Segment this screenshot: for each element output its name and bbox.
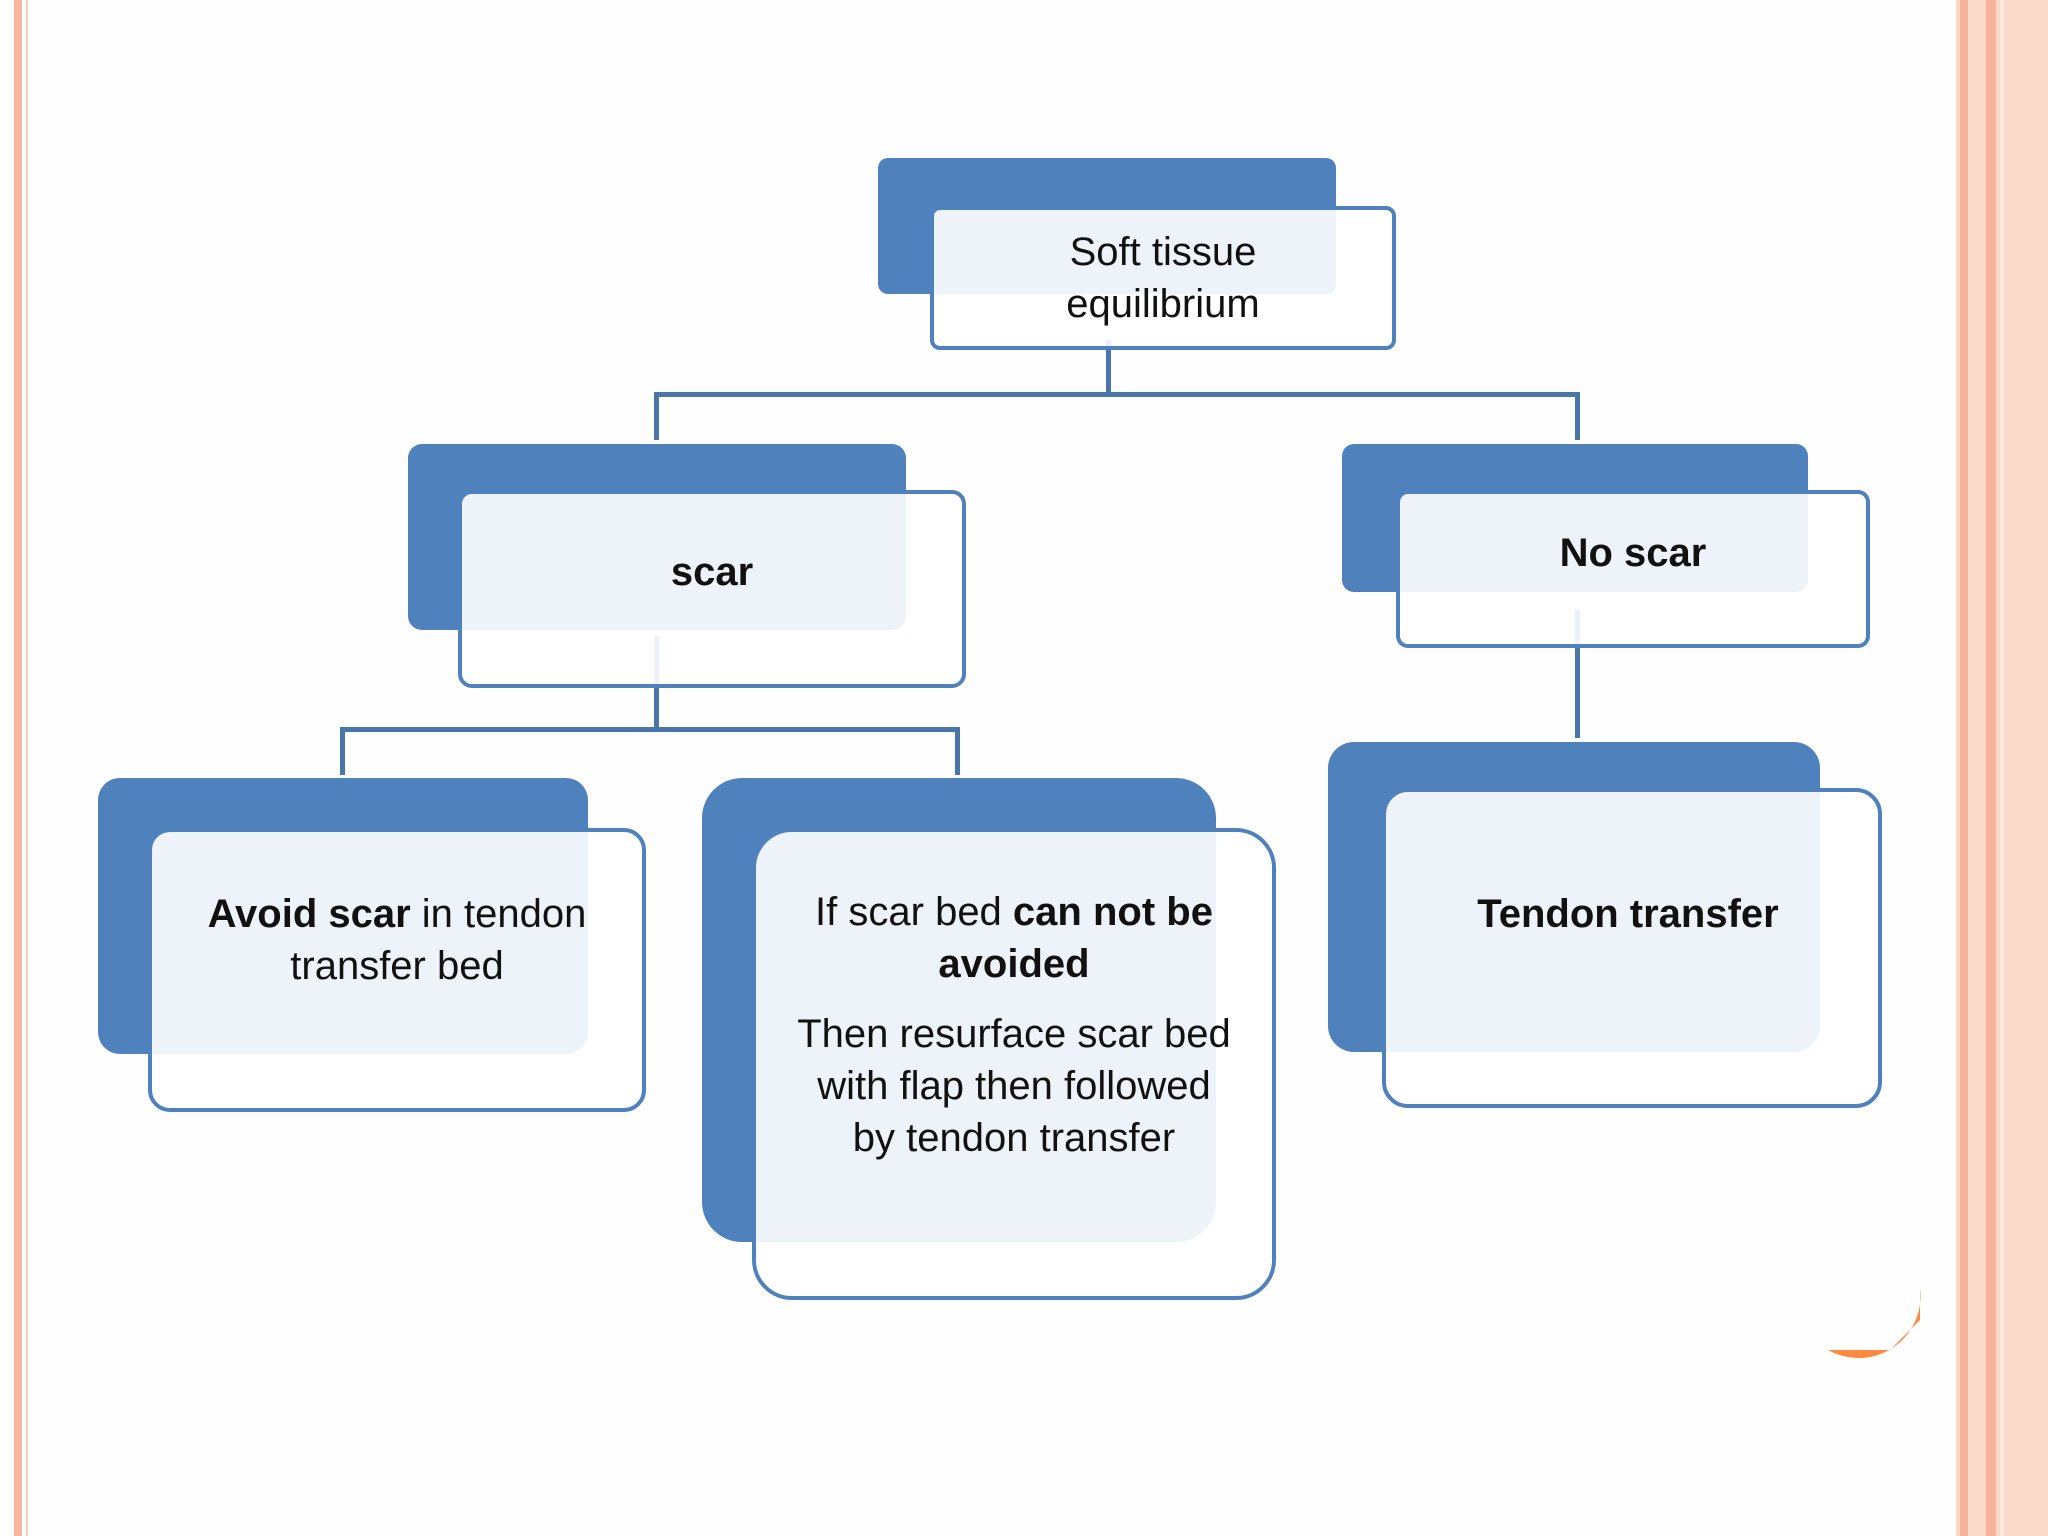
avoid-node-line2: transfer bed (290, 944, 504, 988)
cannot-node-line1: If scar bed can not be (815, 886, 1213, 938)
scar-node-label: scar (670, 550, 754, 594)
root-node-line1: Soft tissue (1069, 230, 1257, 274)
left-border-line (26, 0, 28, 1536)
no-scar-node: No scar (1396, 490, 1870, 648)
no-scar-node-label: No scar (1559, 531, 1707, 575)
connector-root-down (1106, 340, 1111, 396)
connector-no-scar-down (1575, 610, 1580, 738)
avoid-node-bold: Avoid scar (207, 892, 411, 936)
tendon-node-label: Tendon transfer (1477, 892, 1779, 936)
connector-to-cannot (955, 727, 960, 775)
cannot-node-line2: avoided (938, 942, 1090, 986)
cannot-node-bold1: can not be (1012, 890, 1213, 934)
connector-level1-horizontal (654, 392, 1580, 397)
avoid-node: Avoid scar in tendon transfer bed (148, 828, 646, 1112)
right-border-line (2000, 0, 2004, 1536)
cannot-node: If scar bed can not be avoided Then resu… (752, 828, 1276, 1300)
cannot-node-line5: by tendon transfer (852, 1116, 1176, 1160)
right-border-line (1960, 0, 1968, 1536)
left-border-stripe (14, 0, 22, 1536)
connector-to-avoid (340, 727, 345, 775)
connector-to-no-scar (1575, 392, 1580, 440)
scar-node: scar (458, 490, 966, 688)
root-node: Soft tissue equilibrium (930, 206, 1396, 350)
tendon-node: Tendon transfer (1382, 788, 1882, 1108)
root-node-line2: equilibrium (1066, 282, 1260, 326)
avoid-node-line1: Avoid scar in tendon (208, 888, 587, 940)
right-border-line (1986, 0, 1996, 1536)
orange-arc-accent (1828, 1288, 1921, 1359)
cannot-node-plain: If scar bed (815, 890, 1013, 934)
connector-to-scar (654, 392, 659, 440)
connector-level2-horizontal (340, 727, 960, 732)
cannot-node-line3: Then resurface scar bed (797, 1012, 1231, 1056)
avoid-node-rest: in tendon (410, 892, 587, 936)
cannot-node-line4: with flap then followed (817, 1064, 1211, 1108)
